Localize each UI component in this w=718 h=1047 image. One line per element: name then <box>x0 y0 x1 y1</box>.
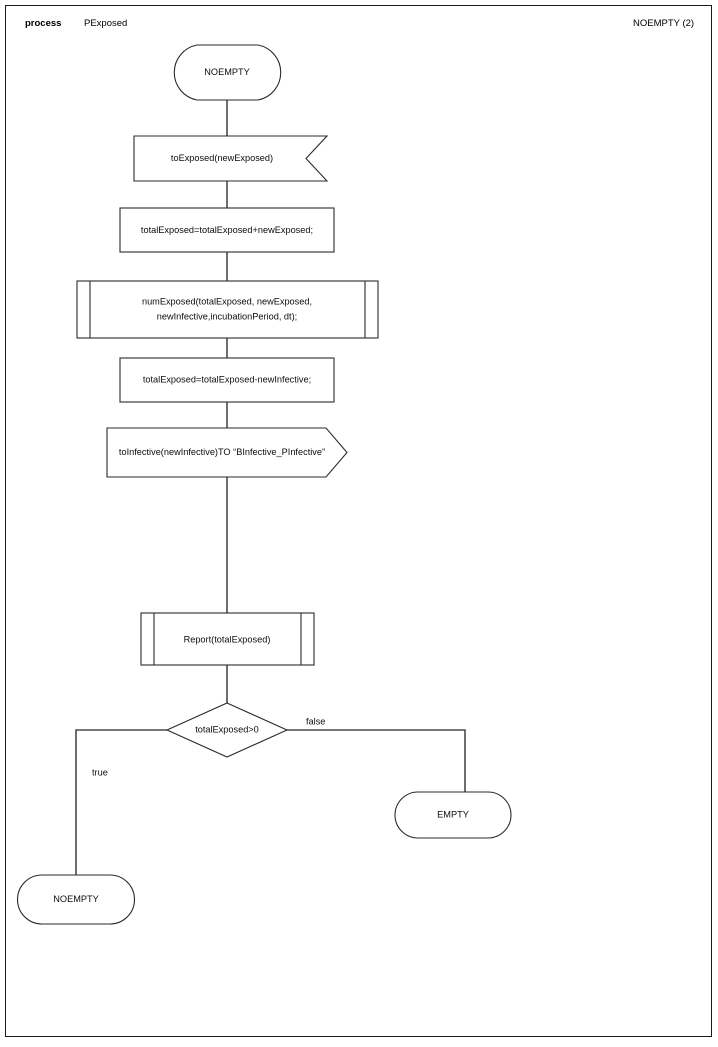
header-right-label: NOEMPTY (2) <box>633 18 695 29</box>
node-output-to-infective-label: toInfective(newInfective)TO “BInfective_… <box>119 447 325 457</box>
node-call-num-exposed[interactable]: numExposed(totalExposed, newExposed, new… <box>76 280 379 339</box>
node-assign-sub-label: totalExposed=totalExposed-newInfective; <box>143 374 311 384</box>
predefined-process-shape <box>140 612 315 666</box>
connector-decision-true-to-noempty <box>75 729 167 875</box>
node-decision-label: totalExposed>0 <box>195 724 259 734</box>
node-call-num-exposed-label-line2: newInfective,incubationPeriod, dt); <box>157 311 297 321</box>
node-assign-sub[interactable]: totalExposed=totalExposed-newInfective; <box>119 357 335 403</box>
node-decision[interactable]: totalExposed>0 <box>165 702 289 758</box>
node-end-empty-label: EMPTY <box>437 809 469 819</box>
node-call-report[interactable]: Report(totalExposed) <box>140 612 315 666</box>
header-kind-label: process <box>25 18 62 29</box>
terminator-shape <box>394 791 512 839</box>
node-input-to-exposed[interactable]: toExposed(newExposed) <box>133 135 329 182</box>
node-assign-add[interactable]: totalExposed=totalExposed+newExposed; <box>119 207 335 253</box>
node-start-terminal-label: NOEMPTY <box>204 67 249 77</box>
node-end-empty[interactable]: EMPTY <box>394 791 512 839</box>
output-shape <box>106 427 348 478</box>
terminator-shape <box>173 44 282 101</box>
decision-shape <box>165 702 289 758</box>
node-end-noempty-label: NOEMPTY <box>53 894 98 904</box>
header-process-name: PExposed <box>84 18 128 29</box>
node-assign-add-label: totalExposed=totalExposed+newExposed; <box>141 225 313 235</box>
node-input-to-exposed-label: toExposed(newExposed) <box>171 153 273 163</box>
connector-decision-false-to-empty <box>287 729 466 792</box>
node-end-noempty[interactable]: NOEMPTY <box>17 874 135 925</box>
edge-label-false: false <box>306 716 325 726</box>
process-shape <box>119 357 335 403</box>
terminator-shape <box>17 874 135 925</box>
predefined-process-shape <box>76 280 379 339</box>
node-call-num-exposed-label-line1: numExposed(totalExposed, newExposed, <box>142 296 312 306</box>
edge-label-true: true <box>92 767 108 777</box>
node-start-terminal[interactable]: NOEMPTY <box>173 44 282 101</box>
page-frame <box>5 5 712 1037</box>
node-call-report-label: Report(totalExposed) <box>184 634 271 644</box>
node-output-to-infective[interactable]: toInfective(newInfective)TO “BInfective_… <box>106 427 348 478</box>
process-shape <box>119 207 335 253</box>
input-shape <box>133 135 329 182</box>
